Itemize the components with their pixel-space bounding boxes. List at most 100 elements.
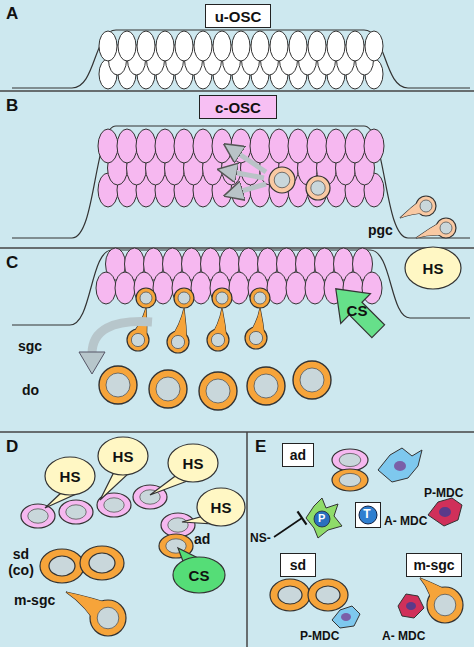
- cell-label: sgc: [18, 338, 42, 354]
- epithelial-cell: [155, 129, 175, 163]
- epithelial-cell: [174, 129, 194, 163]
- cell-nucleus: [274, 172, 290, 188]
- inhibition-line: [274, 518, 302, 537]
- cell-nucleus: [278, 586, 302, 604]
- epithelial-cell: [308, 31, 326, 61]
- germ-cell: [308, 579, 348, 611]
- node-outline: [321, 274, 393, 346]
- epithelial-cell: [364, 129, 384, 163]
- surface-curve: [12, 126, 470, 238]
- cell-nucleus: [314, 511, 330, 527]
- cell-label: do: [22, 382, 39, 398]
- epithelial-cell: [288, 129, 308, 163]
- epithelial-cell: [161, 513, 195, 537]
- node-text: m-sgc: [413, 557, 454, 573]
- cell-label: pgc: [368, 222, 393, 238]
- cell-nucleus: [140, 292, 152, 304]
- germ-cell: [270, 579, 310, 611]
- node-text: HS: [113, 448, 134, 465]
- epithelial-cell: [136, 129, 156, 163]
- germ-cell: [136, 288, 156, 308]
- germ-cell: [250, 288, 270, 308]
- cell-label: A- MDC: [382, 629, 425, 643]
- cell-nucleus: [106, 373, 130, 397]
- epithelial-cell: [332, 449, 368, 471]
- epithelial-cell: [286, 272, 306, 304]
- germ-cell: [174, 288, 194, 308]
- epithelial-cell: [193, 129, 213, 163]
- cell-label: m-sgc: [14, 592, 55, 608]
- epithelial-cell: [96, 272, 116, 304]
- epithelial-cell: [365, 31, 383, 61]
- cell-nucleus: [254, 292, 266, 304]
- signal-arrow: CS: [322, 278, 392, 342]
- node-text: c-OSC: [215, 99, 261, 116]
- signal-ellipse: HS: [404, 246, 462, 290]
- epithelial-cell: [270, 31, 288, 61]
- cell-nucleus: [316, 586, 340, 604]
- cell-nucleus: [66, 505, 86, 519]
- epithelial-cell: [117, 129, 137, 163]
- speech-bubble: HS: [97, 436, 149, 476]
- epithelial-cell: [307, 129, 327, 163]
- cell-nucleus: [104, 498, 124, 512]
- cell-nucleus: [311, 181, 325, 195]
- cell-nucleus: [440, 222, 452, 234]
- cell-nucleus: [131, 333, 144, 346]
- cell-nucleus: [254, 374, 278, 398]
- epithelial-cell: [269, 129, 289, 163]
- cell-nucleus: [168, 518, 188, 532]
- speech-bubble: HS: [196, 487, 246, 527]
- epithelial-cell: [59, 500, 93, 524]
- title-box: u-OSC: [205, 4, 271, 28]
- epithelial-cell: [194, 31, 212, 61]
- epithelial-cell: [345, 129, 365, 163]
- t-cell-box: T: [355, 502, 381, 528]
- cell-nucleus: [341, 613, 351, 621]
- curved-arrow-head: [79, 352, 105, 374]
- cell-label: A- MDC: [384, 514, 427, 528]
- epithelial-cell: [213, 31, 231, 61]
- cell-nucleus: [420, 200, 432, 212]
- epithelial-cell: [305, 272, 325, 304]
- cell-label: NS-: [250, 531, 271, 545]
- cell-label: P-MDC: [424, 486, 463, 500]
- node-text: CS: [347, 302, 368, 319]
- p-mdc-cell: [378, 448, 422, 482]
- cell-layer: [21, 31, 463, 636]
- cell-nucleus: [211, 333, 224, 346]
- oocyte: [199, 372, 237, 410]
- cell-label: P-MDC: [300, 629, 339, 643]
- node-outline: [173, 557, 225, 593]
- cell-nucleus: [206, 379, 230, 403]
- cell-nucleus: [28, 509, 48, 523]
- cell-nucleus: [49, 556, 75, 576]
- migration-arrow: [236, 152, 266, 172]
- cell-nucleus: [406, 602, 416, 610]
- ns-cell: [306, 498, 342, 538]
- epithelial-cell: [137, 31, 155, 61]
- epithelial-cell: [250, 129, 270, 163]
- cell-nucleus: [97, 607, 119, 629]
- node-text: HS: [60, 468, 81, 485]
- epithelial-cell: [326, 129, 346, 163]
- panel-divider: [0, 247, 474, 249]
- panel-letter: B: [6, 96, 18, 115]
- title-box: c-OSC: [199, 95, 277, 119]
- panel-divider: [246, 432, 248, 647]
- epithelial-cell: [156, 31, 174, 61]
- cell-nucleus: [339, 453, 361, 466]
- epithelial-cell: [251, 31, 269, 61]
- cell-nucleus: [156, 377, 180, 401]
- stage-box: m-sgc: [406, 553, 462, 577]
- germ-cell: [269, 167, 295, 193]
- cell-label: sd (co): [4, 546, 38, 578]
- cell-nucleus: [178, 292, 190, 304]
- epithelial-cell: [232, 31, 250, 61]
- panel-letter: E: [255, 437, 266, 456]
- epithelial-cell: [212, 129, 232, 163]
- germ-cell: [306, 176, 330, 200]
- cell-label: ad: [194, 531, 210, 547]
- node-outline: [98, 437, 148, 475]
